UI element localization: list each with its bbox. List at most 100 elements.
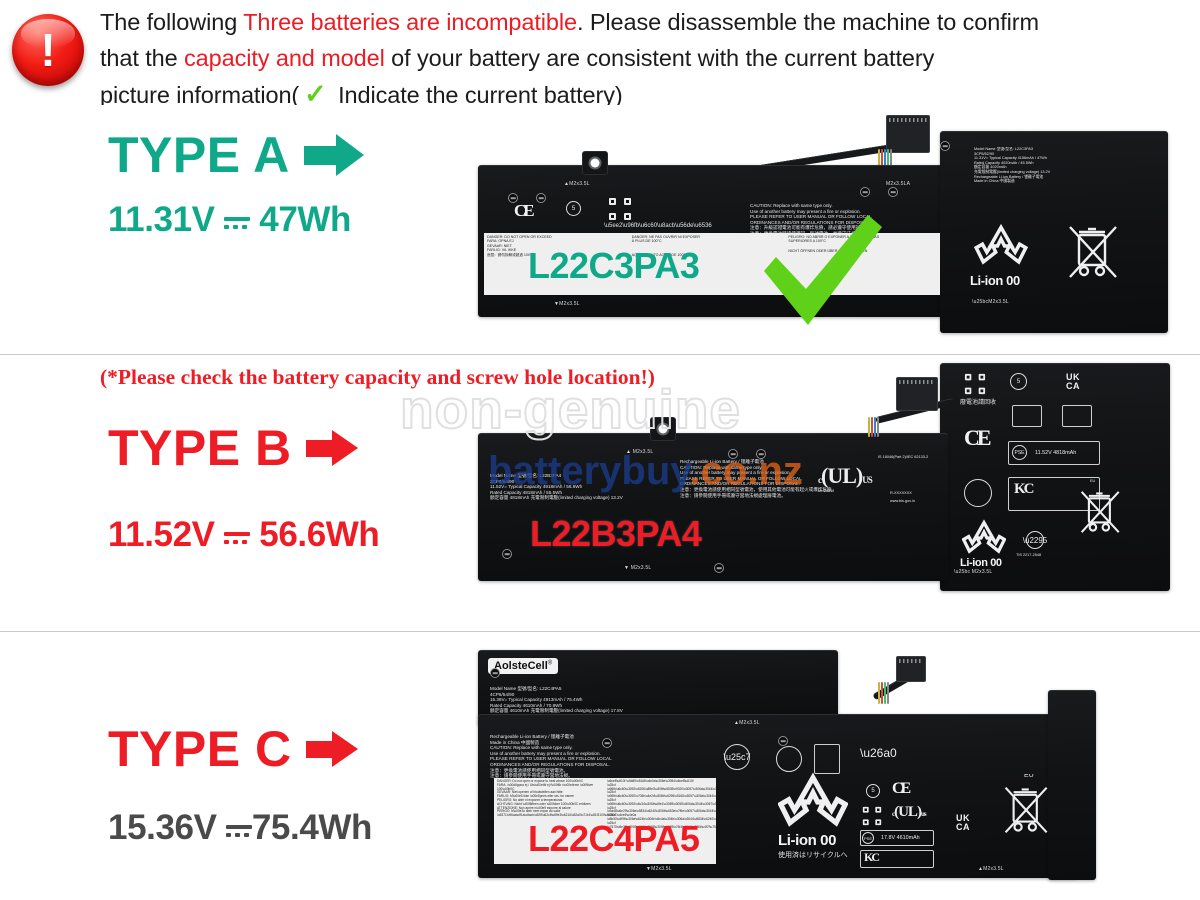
recycle-symbol-icon-a	[974, 223, 1028, 269]
battery-a-mount-tab	[582, 151, 608, 175]
li-ion-text-c: Li-ion 00	[778, 832, 837, 849]
arrow-right-icon	[305, 430, 358, 466]
battery-c-body-right	[1048, 690, 1096, 880]
header-highlight-three: Three batteries are incompatible	[243, 9, 577, 35]
is-mark-b: IS 16046(Part 2)/IEC 62133-2	[878, 455, 929, 459]
pse-circle-c: PSE	[862, 832, 874, 844]
ce-mark-b: CE	[964, 425, 992, 450]
pse-mark-b: 11.52V 4818mAh	[1008, 441, 1100, 465]
type-a-voltage: 11.31V	[108, 200, 215, 239]
dc-symbol-icon	[223, 210, 250, 234]
type-a-labels: TYPE A 11.31V 47Wh	[108, 130, 364, 240]
ul-mark-b: c(UL)US	[818, 463, 873, 488]
battery-c-spec-text: Model Name 型號/型名: L22C4PA5 4CP6/54/90 15…	[490, 686, 623, 714]
warning-triangle-mark-c: \u25c7	[723, 744, 751, 770]
divider-2	[0, 631, 1200, 632]
battery-a-screw-5	[940, 141, 950, 151]
battery-a-screw-note-r: \u25bcM2x3.5L	[972, 299, 1009, 305]
battery-a-screw-note-right: M2x3.5LA	[886, 181, 911, 187]
jp-recycle-text-b: 廢電池請回收	[960, 400, 997, 406]
battery-b-caution-text: Rechargeable Li-ion Battery / 锂離子電池 CAUT…	[680, 459, 837, 498]
battery-c-screw-1	[490, 668, 500, 678]
recycle-circle-mark-c: 5	[866, 784, 880, 798]
li-ion-text-b: Li-ion 00	[960, 557, 1002, 569]
ce-mark-c: CE	[892, 780, 911, 797]
warning-exclamation-icon: !	[12, 14, 84, 86]
battery-b-screw-1	[728, 449, 738, 459]
recycle-circle-mark-a: 5	[566, 201, 581, 216]
dc-symbol-icon	[225, 818, 252, 842]
battery-image-type-b: ▲ M2x3.5L ▼ M2x3.5L \u25bc M2x3.5L Model…	[478, 363, 1190, 625]
header-line-1: The following Three batteries are incomp…	[100, 9, 1039, 35]
battery-c-wires	[878, 682, 889, 704]
kc-mark-box-c	[860, 850, 934, 868]
watermark-non-genuine: non-genuine	[399, 377, 741, 441]
jp-recycle-text-c: 使用済はリサイクルへ	[778, 852, 848, 859]
watermark-site: batterybuy.co.nz	[488, 449, 803, 494]
ul-mark-c: c(UL)us	[892, 804, 926, 820]
exclamation-glyph: !	[40, 24, 56, 76]
qr-battery-recycle-icon-a	[608, 197, 632, 226]
battery-a-screw-note-bottom: ▼M2x3.5L	[554, 301, 580, 307]
type-b-labels: TYPE B 11.52V 56.6Wh	[108, 420, 380, 555]
recycle-symbol-icon-c	[778, 772, 848, 832]
battery-c-brand: AolsteCell®	[488, 658, 559, 674]
battery-a-body-right	[940, 131, 1168, 333]
battery-a-screw-note-left: ▲M2x3.5L	[564, 181, 590, 187]
weee-crossed-bin-icon-c	[1002, 782, 1052, 838]
battery-a-caution-text: CAUTION: Replace with same type only. Us…	[750, 203, 875, 236]
section-type-c: TYPE C 15.36V 75.4Wh A	[0, 632, 1200, 900]
li-ion-text-a: Li-ion 00	[970, 273, 1020, 288]
header-highlight-capacity: capacity and model	[184, 45, 385, 71]
battery-b-screw-4	[714, 563, 724, 573]
battery-b-wires	[868, 417, 879, 437]
battery-c-screw-note-right: ▲M2x3.5L	[978, 866, 1004, 872]
warning-header: ! The following Three batteries are inco…	[0, 0, 1200, 109]
qr-battery-recycle-icon-b	[964, 373, 986, 400]
battery-b-mount-tab	[650, 417, 676, 441]
type-c-spec: 15.36V 75.4Wh	[108, 808, 372, 848]
type-b-title: TYPE B	[108, 420, 292, 476]
model-overlay-b: L22B3PA4	[530, 513, 702, 554]
arrow-right-icon	[305, 731, 358, 767]
qr-battery-recycle-icon-c	[862, 806, 882, 831]
eu-text-b: EU	[1090, 479, 1096, 483]
battery-b-screw-note-bottom: ▼ M2x3.5L	[624, 565, 652, 571]
battery-a-screw-1	[508, 193, 518, 203]
battery-c-screw-note-bottom: ▼M2x3.5L	[646, 866, 672, 872]
battery-assoc-mark-b	[964, 479, 992, 507]
kc-mark-c: KC	[864, 850, 880, 864]
battery-a-wires	[878, 149, 892, 175]
kc-mark-b: KC	[1014, 481, 1034, 497]
check-icon: ✓	[304, 79, 327, 109]
type-c-voltage: 15.36V	[108, 808, 217, 847]
battery-c-screw-3	[778, 736, 788, 746]
header-line-3: picture information(✓ Indicate the curre…	[100, 79, 623, 109]
divider-1	[0, 354, 1200, 355]
watermark-site-blue: batterybuy	[488, 449, 690, 493]
type-a-capacity: 47Wh	[259, 200, 352, 239]
bis-reg-b: R-XXXXXXX	[890, 491, 912, 495]
type-a-title: TYPE A	[108, 127, 290, 183]
e-mark-b	[1062, 405, 1092, 427]
battery-b-screw-3	[502, 549, 512, 559]
type-b-note: (*Please check the battery capacity and …	[100, 365, 655, 389]
battery-c-screw-note-left: ▲M2x3.5L	[734, 720, 760, 726]
battery-b-body-left	[478, 433, 948, 581]
model-overlay-a: L22C3PA3	[528, 245, 700, 286]
recycle-circle-mark-b: 5	[1010, 373, 1027, 390]
bis-url-b: www.bis.gov.in	[890, 499, 915, 503]
tis-circle-b: \u2295	[1023, 531, 1047, 549]
arrow-right-icon	[303, 134, 364, 176]
battery-c-screw-2	[602, 738, 612, 748]
battery-c-caution-text: Rechargeable Li-ion Battery / 锂離子電池 Made…	[490, 734, 612, 779]
battery-c-multilang-label: DANGER: Do not open or expose to heat ab…	[494, 778, 716, 864]
warning-triangle-c: \u26a0	[860, 746, 897, 760]
battery-a-spec-text: Model Name 型號/型名: L22C3PA3 3CP5/52/90 11…	[974, 147, 1051, 184]
recycle-box-mark-c	[814, 744, 840, 774]
ul-file-b: MH29817	[818, 489, 835, 493]
battery-assoc-mark-c	[776, 746, 802, 772]
header-line-2: that the capacity and model of your batt…	[100, 45, 935, 71]
